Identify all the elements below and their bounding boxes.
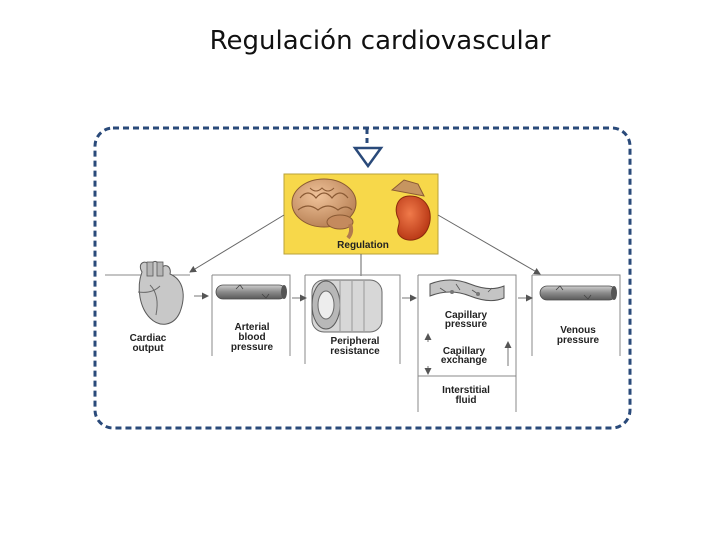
slide-title: Regulación cardiovascular (209, 26, 551, 56)
regulation-label: Regulation (337, 240, 389, 251)
input-triangle-icon (352, 146, 384, 169)
interstitial-fluid-label-1: Interstitial (442, 385, 490, 396)
cardiac-output-label-2: output (132, 343, 164, 354)
arterial-bp-label-2: blood (238, 332, 265, 343)
cardiac-output-label-1: Cardiac (130, 333, 167, 344)
vein-vessel-icon (539, 285, 617, 301)
heart-icon (137, 261, 184, 325)
peripheral-resistance-label-2: resistance (330, 346, 380, 357)
arteriole-crosssection-icon (311, 279, 383, 333)
capillary-exchange-label-2: exchange (441, 355, 488, 366)
venous-pressure-label-1: Venous (560, 325, 596, 336)
brain-icon (291, 178, 357, 240)
kidney-icon (390, 179, 431, 241)
interstitial-fluid-label-2: fluid (455, 395, 476, 406)
capillary-exchange-label-1: Capillary (443, 346, 486, 357)
capillary-pressure-label-1: Capillary (445, 310, 488, 321)
arrow-to-venous (437, 214, 541, 275)
artery-vessel-icon (215, 284, 287, 300)
arterial-bp-label-1: Arterial (234, 322, 269, 333)
capillary-icon (429, 279, 505, 302)
arterial-bp-label-3: pressure (231, 342, 274, 353)
peripheral-resistance-label-1: Peripheral (331, 336, 380, 347)
capillary-pressure-label-2: pressure (445, 319, 488, 330)
venous-pressure-label-2: pressure (557, 335, 600, 346)
arrow-to-cardiac (189, 214, 285, 273)
